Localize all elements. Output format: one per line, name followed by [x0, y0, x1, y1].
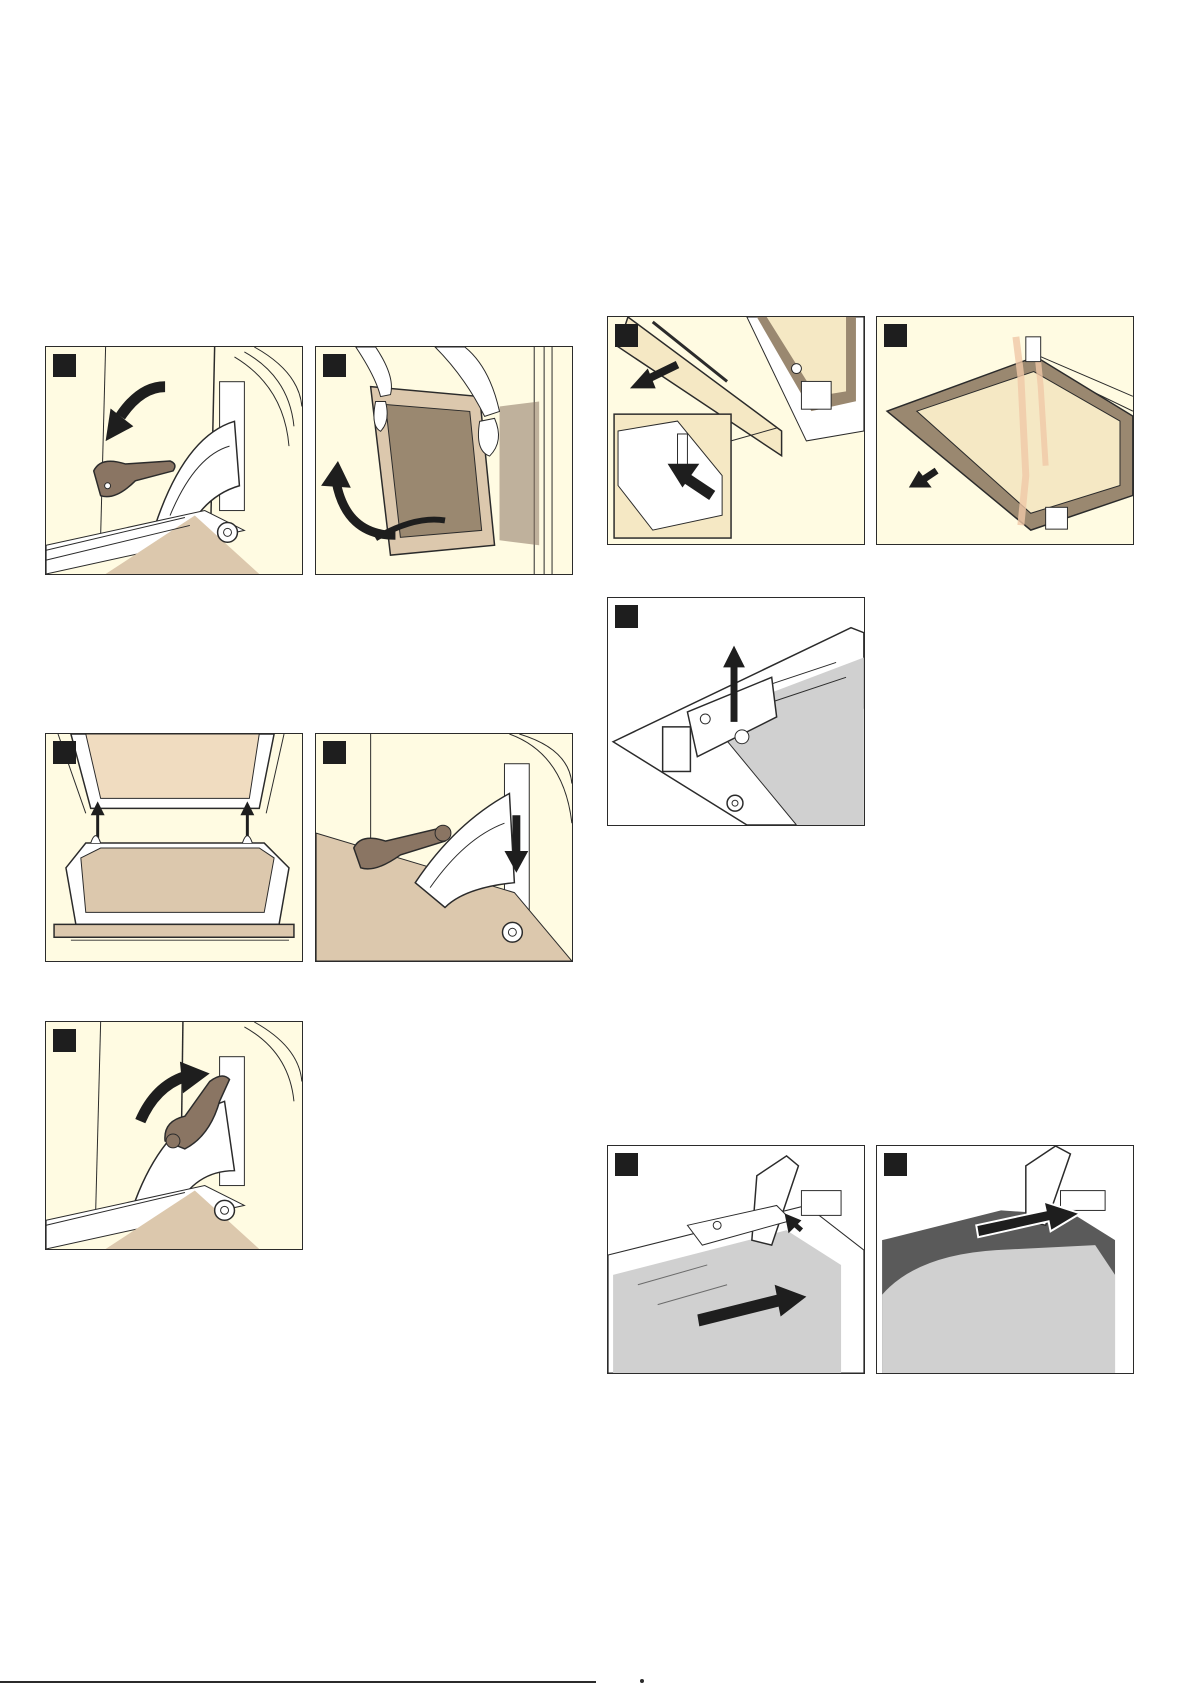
figure-lift-door [315, 346, 573, 575]
step-number-marker [323, 354, 346, 377]
step-number-marker [615, 1153, 638, 1176]
figure-remove-cover-strip [607, 316, 865, 545]
figure-slide-in-pane [607, 1145, 865, 1374]
step-number-marker [615, 605, 638, 628]
step-number-marker [53, 1029, 76, 1052]
lift-door-off-icon [316, 347, 572, 574]
step-number-marker [884, 324, 907, 347]
step-number-marker [884, 1153, 907, 1176]
hinge-lever-down-icon [46, 347, 302, 574]
figure-hinge-lever-down [45, 346, 303, 575]
insert-door-hinges-icon [46, 734, 302, 961]
footer-dot [640, 1679, 644, 1683]
figure-push-pane-into-holder [876, 1145, 1134, 1374]
figure-pull-glass-pane [876, 316, 1134, 545]
push-pane-into-holder-icon [877, 1146, 1133, 1373]
slide-in-pane-icon [608, 1146, 864, 1373]
remove-cover-strip-icon [608, 317, 864, 544]
step-number-marker [53, 741, 76, 764]
pull-out-glass-pane-icon [877, 317, 1133, 544]
figure-lift-bracket [607, 597, 865, 826]
footer-rule [0, 1681, 596, 1683]
lift-bracket-icon [608, 598, 864, 825]
figure-push-hinge [315, 733, 573, 962]
hinge-lever-up-icon [46, 1022, 302, 1249]
step-number-marker [323, 741, 346, 764]
figure-hinge-lever-up [45, 1021, 303, 1250]
step-number-marker [615, 324, 638, 347]
step-number-marker [53, 354, 76, 377]
figure-insert-door [45, 733, 303, 962]
push-hinge-down-icon [316, 734, 572, 961]
